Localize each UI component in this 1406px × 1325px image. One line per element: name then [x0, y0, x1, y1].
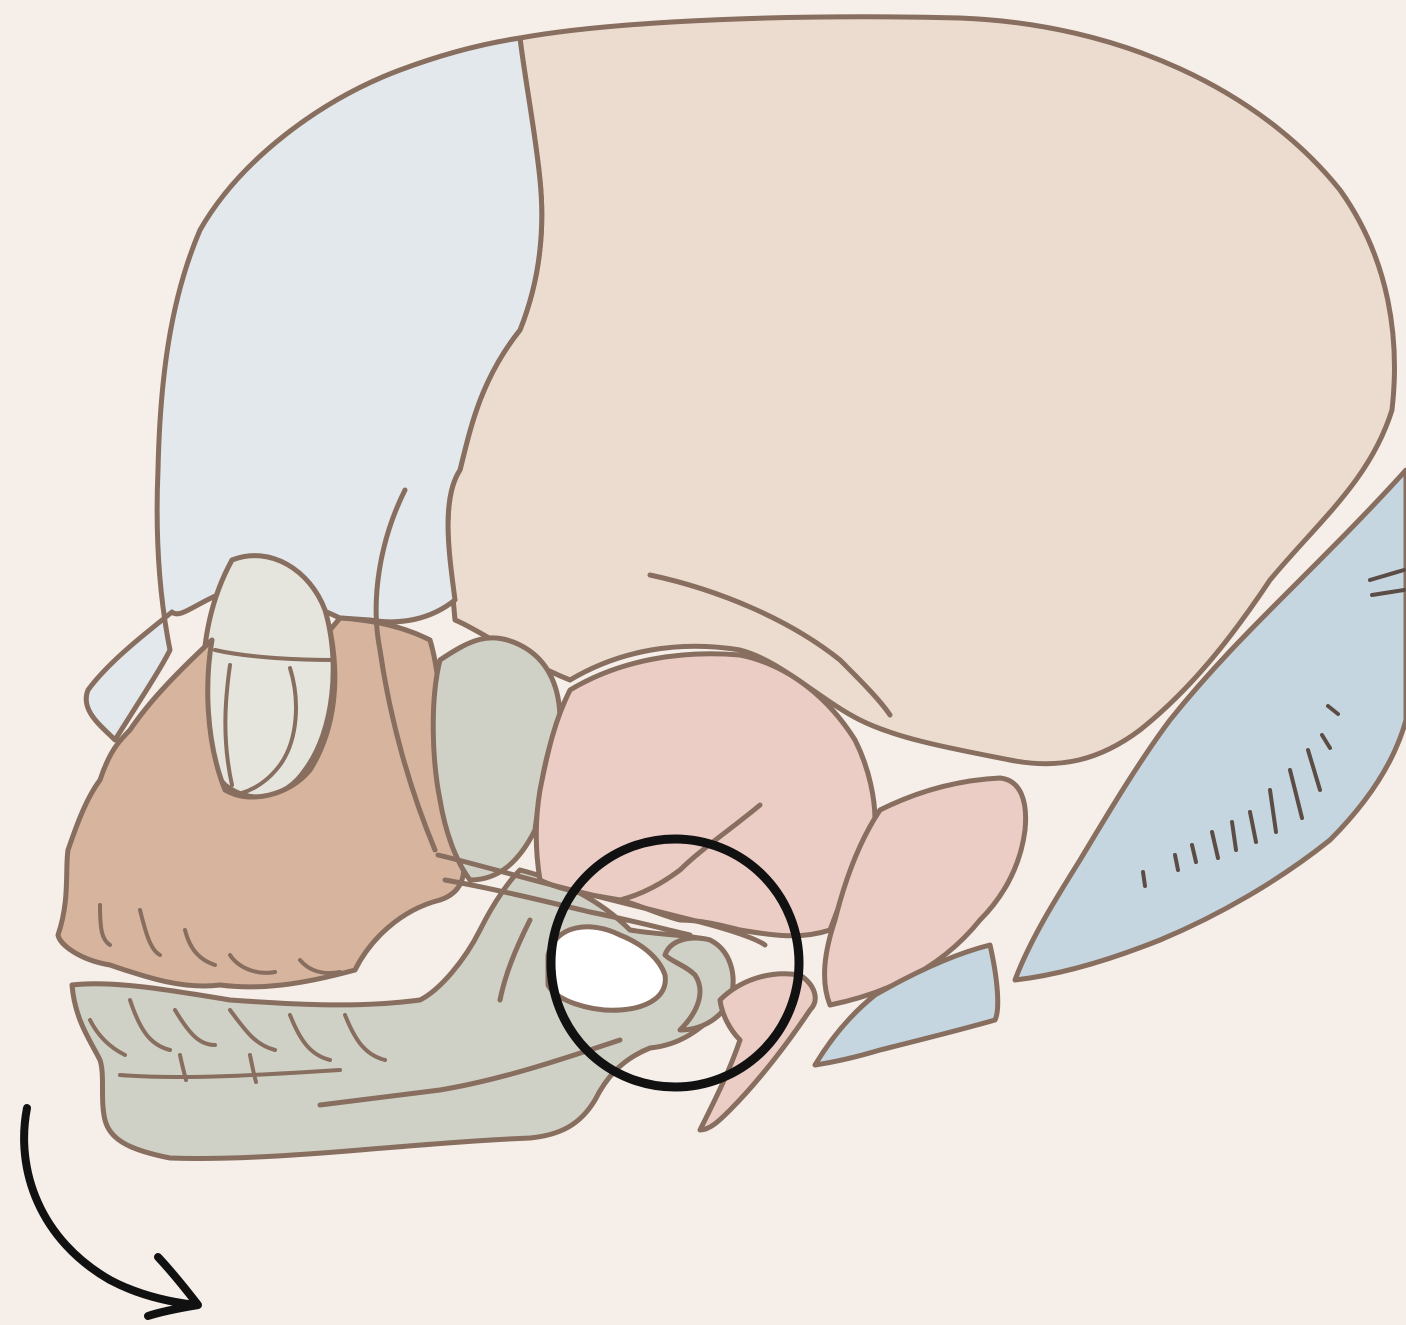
- rotation-arrow-head: [148, 1257, 198, 1316]
